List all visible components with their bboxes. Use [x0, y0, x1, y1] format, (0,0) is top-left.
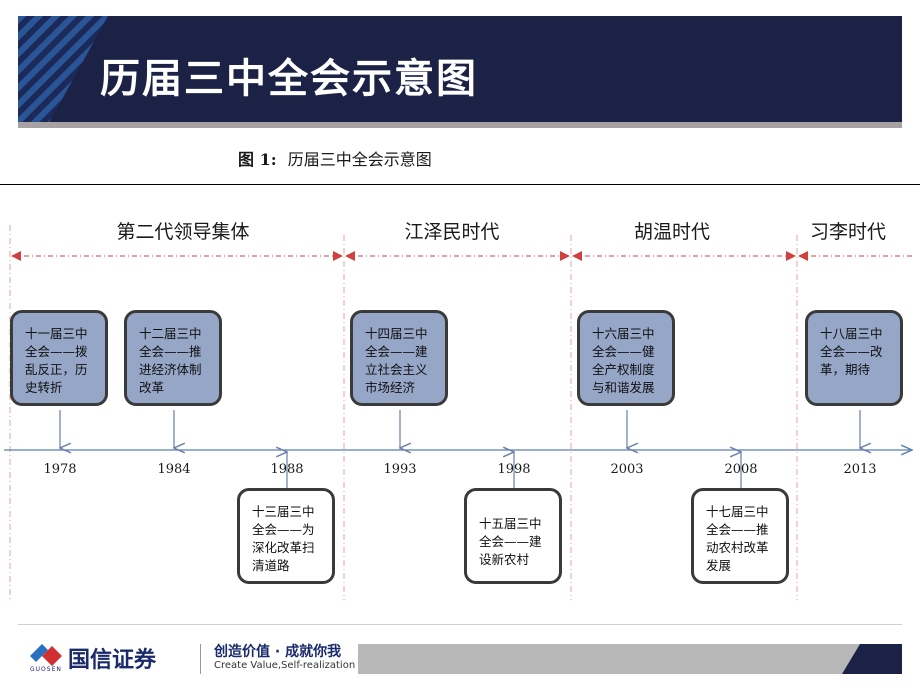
year-label: 1978	[43, 462, 77, 477]
slogan-en: Create Value,Self-realization	[214, 660, 356, 671]
year-label: 2013	[843, 462, 877, 477]
footer-rule	[18, 624, 902, 625]
footer-bar	[358, 644, 902, 674]
footer-divider	[200, 644, 201, 674]
event-box-1998: 十五届三中全会——建设新农村	[464, 488, 562, 584]
era-label: 胡温时代	[633, 221, 711, 243]
event-box-1984: 十二届三中全会——推进经济体制改革	[124, 310, 222, 406]
figure-caption-text: 历届三中全会示意图	[287, 150, 432, 169]
slide-title: 历届三中全会示意图	[100, 56, 478, 102]
event-box-2013: 十八届三中全会——改革，期待	[805, 310, 903, 406]
year-label: 1988	[270, 462, 304, 477]
title-banner: 历届三中全会示意图	[18, 16, 902, 122]
event-box-2003: 十六届三中全会——健全产权制度与和谐发展	[577, 310, 675, 406]
era-label: 第二代领导集体	[116, 221, 250, 243]
year-label: 1998	[497, 462, 531, 477]
year-label: 1984	[157, 462, 191, 477]
figure-caption: 图 1: 历届三中全会示意图	[238, 146, 432, 170]
company-logo-icon	[30, 644, 62, 666]
era-label: 习李时代	[809, 221, 887, 243]
footer-bar-accent	[842, 644, 902, 674]
event-box-1988: 十三届三中全会——为深化改革扫清道路	[237, 488, 335, 584]
figure-caption-prefix: 图 1:	[238, 150, 277, 169]
slogan: 创造价值 · 成就你我	[214, 644, 342, 660]
logo-subtext: GUOSEN	[30, 666, 62, 673]
year-label: 1993	[383, 462, 417, 477]
event-box-1978: 十一届三中全会——拨乱反正，历史转折	[10, 310, 108, 406]
top-rule	[0, 184, 920, 185]
year-label: 2008	[724, 462, 758, 477]
year-label: 2003	[610, 462, 644, 477]
company-name: 国信证券	[68, 648, 157, 673]
era-label: 江泽民时代	[404, 221, 500, 243]
event-box-2008: 十七届三中全会——推动农村改革发展	[691, 488, 789, 584]
event-box-1993: 十四届三中全会——建立社会主义市场经济	[350, 310, 448, 406]
banner-underline	[18, 122, 902, 128]
